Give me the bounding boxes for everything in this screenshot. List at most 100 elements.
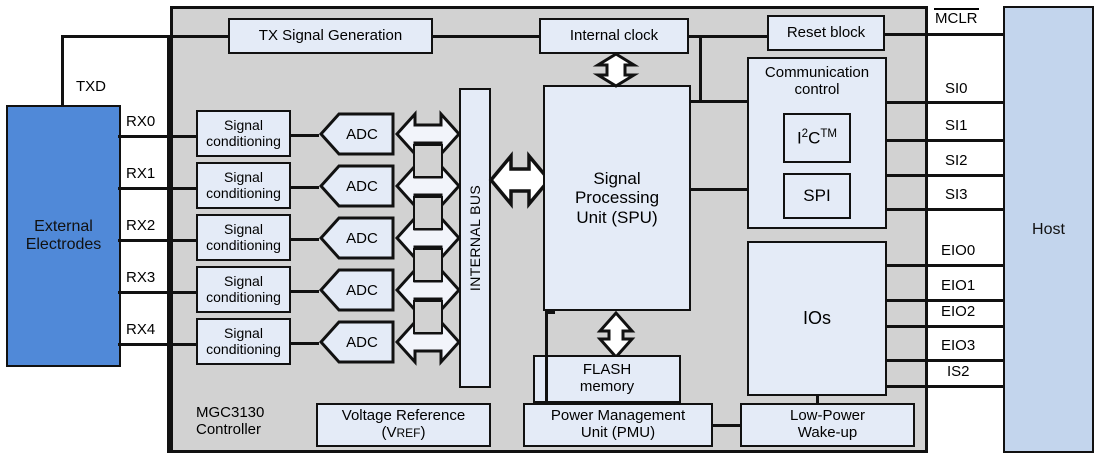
pin-label-eio0: EIO0 [941,242,976,259]
spu-to-comm-wire-v1 [699,35,702,103]
sc2-to-adc2-wire [291,238,319,241]
flash-to-pmu-wire [545,311,548,403]
signal-conditioning-block-1: Signal conditioning [196,162,291,209]
pin-label-rx1: RX1 [126,165,156,182]
voltage-reference-label-line2: (VREF) [381,424,426,441]
rx0-wire [118,135,196,138]
pin-wire-eio3 [925,359,1005,362]
i2c-label: I2CTM [796,128,838,148]
internal-clock-block: Internal clock [539,18,689,54]
sc1-to-adc1-wire [291,186,319,189]
flash-memory-label-line1: FLASH [582,361,632,379]
pin-wire-mclr [925,33,1005,36]
ios-to-eio2-stub [885,325,927,328]
adc-label-0: ADC [346,125,378,143]
pin-label-rx2: RX2 [126,217,156,234]
low-power-label-line1: Low-Power [789,407,866,425]
signal-conditioning-label-1-line1: Signal [224,168,263,185]
spu-to-flash-arrow [596,310,636,360]
adc-pentagon-shape-0 [318,112,395,156]
pin-label-rx3: RX3 [126,269,156,286]
signal-conditioning-block-2: Signal conditioning [196,214,291,261]
tx-signal-generation-block: TX Signal Generation [228,18,433,54]
adc-label-1: ADC [346,177,378,195]
comm-to-si2-stub [885,174,927,177]
comm-to-si3-stub [885,208,927,211]
adc-bus-connector-0 [413,144,443,178]
adc-pentagon-shape-4 [318,320,395,364]
ios-to-is2-stub [885,385,927,388]
adc-bus-connector-1 [413,196,443,230]
pin-wire-eio1 [925,299,1005,302]
external-electrodes-block: External Electrodes [6,105,121,367]
adc-label-4: ADC [346,333,378,351]
txd-wire-vertical [61,35,64,107]
adc-pentagon-shape-3 [318,268,395,312]
pin-wire-eio0 [925,264,1005,267]
txd-wire-horizontal [61,35,231,38]
adc-block-3: ADC [318,268,395,312]
low-power-label-line2: Wake-up [797,424,858,441]
bus-to-spu-arrow [488,151,552,209]
voltage-reference-label-line1: Voltage Reference [341,407,466,425]
rx1-wire [118,187,196,190]
signal-conditioning-label-2-line2: conditioning [206,236,281,253]
pmu-label-line1: Power Management [550,407,686,425]
signal-conditioning-block-4: Signal conditioning [196,318,291,365]
pin-label-txd: TXD [76,78,106,95]
signal-conditioning-label-1-line2: conditioning [206,184,281,201]
spu-to-ios-wire-h [691,188,747,191]
pin-label-si2: SI2 [945,152,968,169]
clock-to-spu-arrow [592,52,640,88]
signal-processing-unit-block: Signal Processing Unit (SPU) [543,85,691,311]
internal-clock-label: Internal clock [569,26,659,44]
ios-to-eio1-stub [885,299,927,302]
right-pin-rail [925,6,928,453]
ios-block: IOs [747,241,887,396]
adc-label-3: ADC [346,281,378,299]
ios-to-eio0-stub [885,264,927,267]
adc-block-0: ADC [318,112,395,156]
external-electrodes-label-line2: Electrodes [25,236,102,253]
reset-block-label: Reset block [786,23,866,41]
communication-control-label-line1: Communication [764,64,870,81]
mcu-name-line2: Controller [196,421,262,439]
pin-label-eio2: EIO2 [941,303,976,320]
pin-label-si3: SI3 [945,186,968,203]
pin-wire-is2 [925,385,1005,388]
pin-label-is2: IS2 [947,363,970,380]
sc3-to-adc3-wire [291,290,319,293]
pin-label-eio3: EIO3 [941,337,976,354]
rx3-wire [118,291,196,294]
spu-left-to-flash-wire [545,311,555,314]
low-power-wakeup-block: Low-Power Wake-up [740,403,915,447]
signal-conditioning-label-3-line1: Signal [224,272,263,289]
signal-conditioning-label-4-line2: conditioning [206,340,281,357]
tx-signal-generation-label: TX Signal Generation [258,26,403,44]
signal-conditioning-block-0: Signal conditioning [196,110,291,157]
adc-block-4: ADC [318,320,395,364]
ios-to-eio3-stub [885,359,927,362]
signal-conditioning-label-0-line1: Signal [224,116,263,133]
signal-conditioning-label-0-line2: conditioning [206,132,281,149]
comm-to-si1-stub [885,139,927,142]
adc-pentagon-shape-1 [318,164,395,208]
pin-label-rx0: RX0 [126,113,156,130]
adc-block-2: ADC [318,216,395,260]
pin-wire-si0 [925,101,1005,104]
pin-wire-eio2 [925,325,1005,328]
mcu-name-line1: MGC3130 [196,404,265,421]
pin-wire-si3 [925,208,1005,211]
rx2-wire [118,239,196,242]
pin-label-si1: SI1 [945,117,968,134]
comm-to-si0-stub [885,101,927,104]
spu-label-line2: Processing [574,188,660,208]
sc4-to-adc4-wire [291,342,319,345]
pin-label-rx4: RX4 [126,321,156,338]
pin-label-mclr: MCLR [934,8,979,27]
spu-label-line3: Unit (SPU) [576,207,658,227]
txgen-to-clock-wire [433,35,539,38]
flash-memory-block: FLASH memory [533,355,681,403]
i2c-block: I2CTM [783,113,851,163]
